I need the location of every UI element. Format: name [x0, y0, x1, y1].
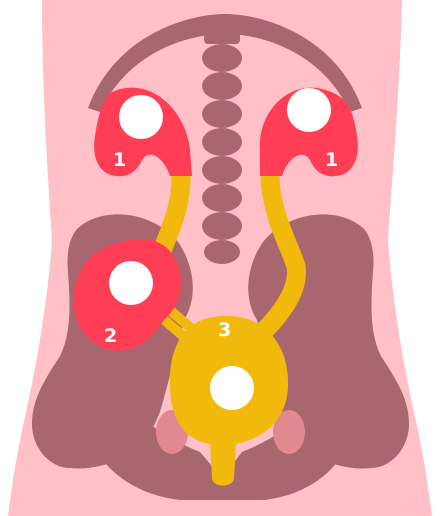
label-displaced-kidney: 2 — [104, 325, 117, 347]
label-kidney-left: 1 — [113, 149, 126, 171]
kidney-right-marker — [287, 88, 331, 132]
label-kidney-right: 1 — [325, 149, 338, 171]
kidney-left-marker — [119, 95, 163, 139]
spine-icon — [202, 30, 242, 264]
displaced-kidney-marker — [109, 261, 153, 305]
bladder-marker — [210, 366, 254, 410]
label-bladder: 3 — [218, 319, 231, 341]
